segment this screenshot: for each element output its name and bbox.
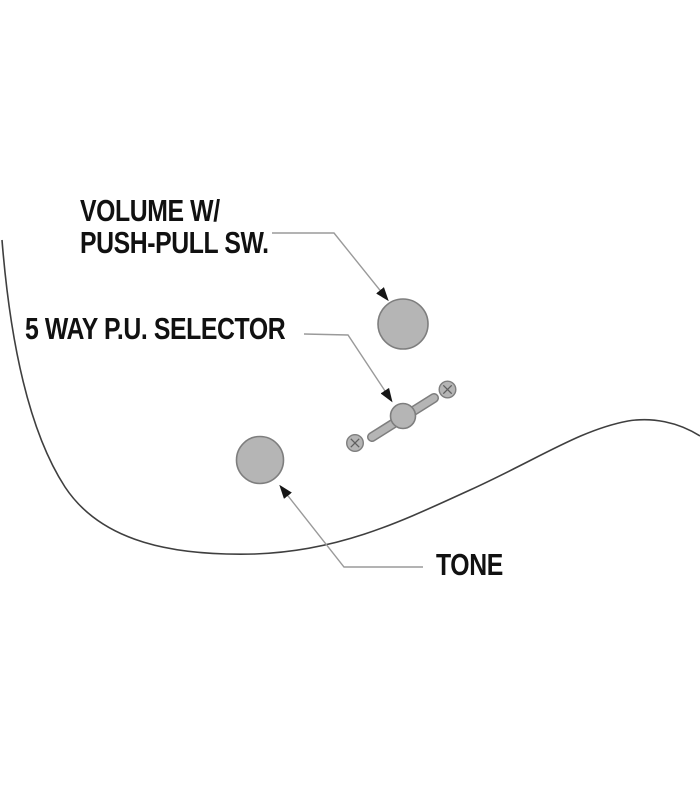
volume-label-line1: VOLUME W/ bbox=[80, 193, 220, 228]
selector-hub bbox=[389, 402, 417, 430]
selector-label: 5 WAY P.U. SELECTOR bbox=[25, 311, 286, 346]
tone-label: TONE bbox=[436, 547, 503, 582]
screw-cross-icon bbox=[350, 438, 360, 448]
pickup-selector-switch bbox=[367, 393, 439, 442]
volume-leader-line bbox=[272, 232, 389, 302]
volume-knob bbox=[377, 298, 429, 350]
guitar-body-outline bbox=[1, 239, 700, 555]
volume-label: VOLUME W/ PUSH-PULL SW. bbox=[80, 195, 269, 259]
selector-leader-line bbox=[303, 333, 393, 403]
tone-leader-line bbox=[279, 484, 423, 568]
mounting-screw-lower bbox=[346, 434, 365, 453]
volume-label-line2: PUSH-PULL SW. bbox=[80, 225, 269, 260]
mounting-screw-upper bbox=[438, 380, 457, 399]
screw-cross-icon bbox=[442, 384, 453, 395]
tone-knob bbox=[235, 435, 285, 485]
